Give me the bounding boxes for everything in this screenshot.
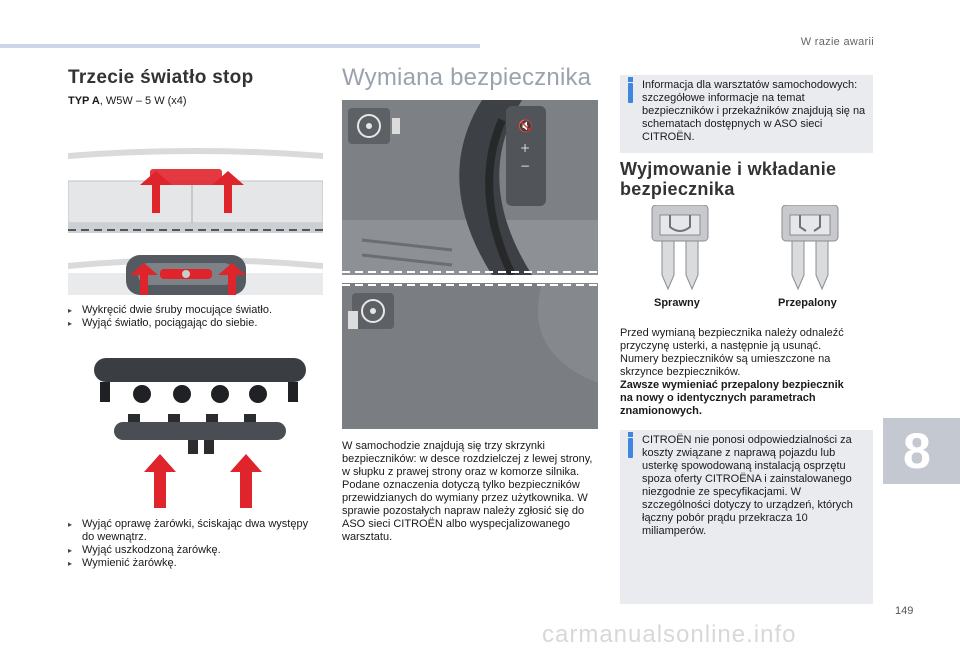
chapter-tab: 8 [883,418,960,484]
info-icon [628,432,633,437]
list-item: Wymienić żarówkę. [68,557,320,570]
svg-text:−: − [520,159,530,173]
svg-text:🔇: 🔇 [518,119,533,133]
brake-light-figure [68,145,323,300]
section-title: W razie awarii [800,36,874,48]
workshop-info-text: Informacja dla warsztatów samochodowych:… [642,79,866,143]
brake-light-title: Trzecie światło stop [68,67,254,88]
fuse-blown-icon [781,205,839,290]
list-item: Wyjąć światło, pociągając do siebie. [68,317,318,330]
fuse-intro-text: W samochodzie znajdują się trzy skrzynki… [342,440,598,544]
bulb-type-value: , W5W – 5 W (x4) [99,95,187,107]
svg-text:+: + [520,141,530,155]
steps-replace-bulb: Wyjąć oprawę żarówki, ściskając dwa wyst… [68,518,320,570]
workshop-info-box: Informacja dla warsztatów samochodowych:… [620,75,873,153]
dashboard-fusebox-detail-figure [342,283,598,429]
fuse-replacement-text: Przed wymianą bezpiecznika należy odnale… [620,327,855,418]
list-item: Wyjąć oprawę żarówki, ściskając dwa wyst… [68,518,320,544]
liability-info-text: CITROËN nie ponosi odpowiedzialności za … [642,434,853,537]
fuse-replacement-paragraph: Przed wymianą bezpiecznika należy odnale… [620,327,844,378]
info-icon [628,77,633,82]
header-bar [0,44,480,48]
list-item: Wykręcić dwie śruby mocujące światło. [68,304,318,317]
watermark: carmanualsonline.info [542,621,797,648]
info-icon-bar [628,438,633,458]
chapter-number: 8 [903,423,931,479]
fuse-replacement-warning: Zawsze wymieniać przepalony bezpiecznik … [620,379,844,417]
fuse-blown-caption: Przepalony [778,297,837,309]
liability-info-box: CITROËN nie ponosi odpowiedzialności za … [620,430,873,604]
bulb-type-label: TYP A [68,95,100,107]
info-icon-bar [628,83,633,103]
fuse-removal-title-line1: Wyjmowanie i wkładanie [620,159,837,179]
fuse-ok-icon [651,205,709,290]
steps-remove-light: Wykręcić dwie śruby mocujące światło. Wy… [68,304,318,330]
dashboard-fusebox-figure: 🔇 + − [342,100,598,275]
fuse-removal-title: Wyjmowanie i wkładanie bezpiecznika [620,159,836,199]
fuse-intro-paragraph: W samochodzie znajdują się trzy skrzynki… [342,440,593,543]
bulb-type: TYP A, W5W – 5 W (x4) [68,95,187,107]
fuse-removal-title-line2: bezpiecznika [620,179,735,199]
fuse-section-title: Wymiana bezpiecznika [342,64,592,91]
page-number: 149 [895,605,914,617]
bulb-holder-figure [90,350,315,510]
list-item: Wyjąć uszkodzoną żarówkę. [68,544,320,557]
fuse-ok-caption: Sprawny [654,297,700,309]
